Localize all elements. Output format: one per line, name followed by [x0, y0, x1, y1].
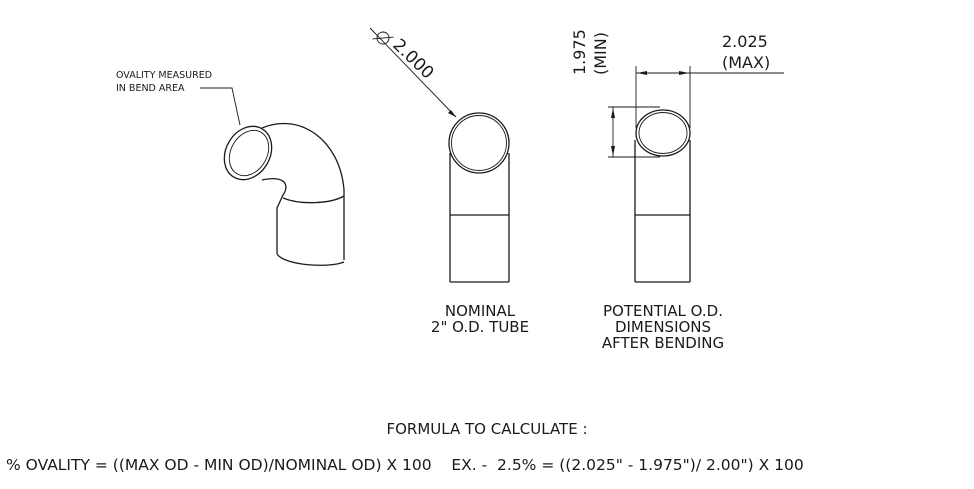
potential-caption-line3: AFTER BENDING: [601, 334, 725, 352]
min-dimension-tag: (MIN): [591, 32, 610, 75]
potential-tube-view: 1.975 (MIN) 2.025 (MAX): [570, 29, 784, 283]
formula-title: FORMULA TO CALCULATE :: [386, 420, 588, 438]
callout-line1: OVALITY MEASURED: [116, 70, 212, 81]
diameter-label: 2.000: [389, 35, 438, 83]
bent-tube-opening: [223, 125, 273, 181]
nominal-tube-circle: [448, 112, 510, 174]
potential-caption: POTENTIAL O.D. DIMENSIONS AFTER BENDING: [590, 303, 736, 351]
callout-leader: [200, 87, 241, 126]
bent-tube-inner-curve: [261, 178, 287, 254]
example-calculation: EX. - 2.5% = ((2.025" - 1.975")/ 2.00") …: [451, 456, 804, 474]
diameter-leader: [369, 27, 457, 118]
nominal-caption: NOMINAL 2" O.D. TUBE: [431, 302, 529, 335]
bent-tube-illustration: OVALITY MEASURED IN BEND AREA: [116, 70, 345, 266]
max-dimension-value: 2.025: [722, 32, 768, 51]
nominal-caption-line2: 2" O.D. TUBE: [430, 318, 530, 336]
min-dimension-value: 1.975: [570, 29, 589, 75]
bent-tube-outer-curve: [261, 122, 345, 260]
ovality-formula: % OVALITY = ((MAX OD - MIN OD)/NOMINAL O…: [6, 456, 432, 474]
max-dimension-tag: (MAX): [722, 53, 770, 72]
nominal-caption-line1: NOMINAL: [444, 302, 516, 320]
callout-line2: IN BEND AREA: [116, 83, 185, 94]
potential-caption-line1: POTENTIAL O.D.: [603, 302, 723, 320]
oval-tube-ellipse: [635, 109, 691, 157]
formula-line: % OVALITY = ((MAX OD - MIN OD)/NOMINAL O…: [6, 456, 804, 474]
nominal-tube-view: 2.000: [369, 27, 510, 283]
potential-caption-line2: DIMENSIONS: [614, 318, 712, 336]
